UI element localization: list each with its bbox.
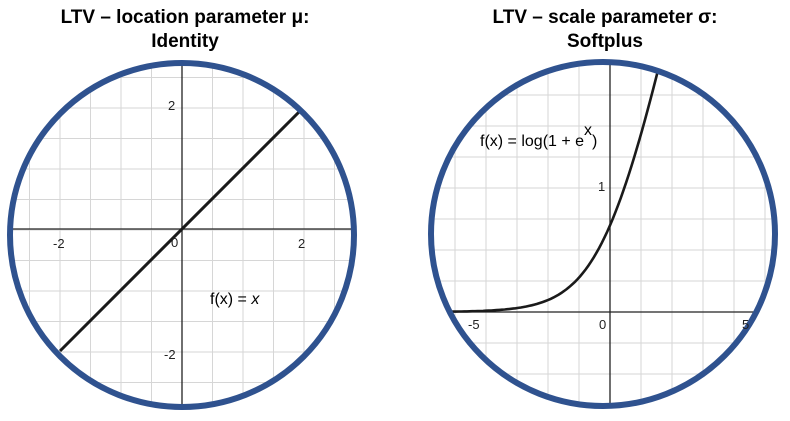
identity-grid <box>10 63 354 407</box>
identity-tick-y-2: 2 <box>168 98 175 113</box>
softplus-tick-y-1: 1 <box>598 179 605 194</box>
identity-formula: f(x) = x <box>210 291 260 308</box>
softplus-tick-x-neg5: -5 <box>468 317 480 332</box>
identity-formula-rhs: x <box>250 291 260 308</box>
identity-tick-x-0: 0 <box>171 235 178 250</box>
softplus-formula-close: ) <box>592 133 597 150</box>
identity-formula-lhs: f(x) = <box>210 291 251 308</box>
softplus-ring <box>428 59 778 409</box>
softplus-tick-x-0: 0 <box>599 317 606 332</box>
softplus-grid <box>431 63 775 406</box>
left-title-line1: LTV – location parameter μ: <box>60 7 310 28</box>
identity-line <box>58 105 306 353</box>
softplus-formula-main: f(x) = log(1 + e <box>480 133 584 150</box>
left-title-line2: Identity <box>151 31 219 52</box>
identity-tick-x-2: 2 <box>298 236 305 251</box>
left-panel-title: LTV – location parameter μ: Identity <box>20 6 350 54</box>
identity-tick-y-neg2: -2 <box>164 347 176 362</box>
right-title-line2: Softplus <box>567 31 643 52</box>
identity-tick-x-neg2: -2 <box>53 236 65 251</box>
softplus-formula-sup: x <box>584 122 592 139</box>
softplus-formula: f(x) = log(1 + ex) <box>480 122 597 150</box>
right-panel-title: LTV – scale parameter σ: Softplus <box>430 6 780 54</box>
identity-ring <box>7 60 357 410</box>
right-title-line1: LTV – scale parameter σ: <box>492 7 718 28</box>
softplus-tick-x-5: 5 <box>742 317 749 332</box>
